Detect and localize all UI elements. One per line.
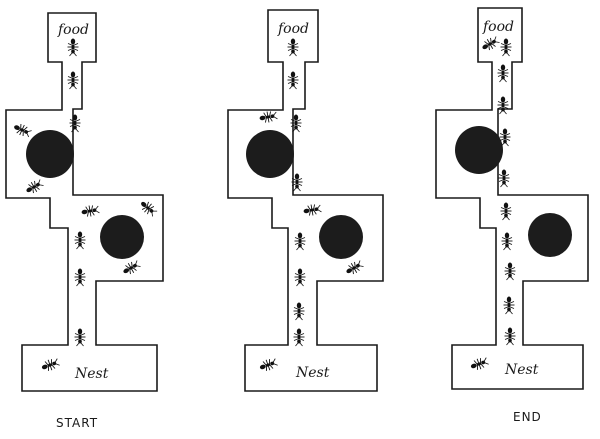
food-label: food xyxy=(57,22,89,38)
ant-icon xyxy=(500,202,512,221)
nest-label: Nest xyxy=(504,362,539,378)
food-label: food xyxy=(277,21,309,37)
ant-icon xyxy=(504,327,516,346)
maze-outline xyxy=(5,12,164,392)
ant-icon xyxy=(67,71,79,90)
ant-icon xyxy=(479,34,501,54)
ant-icon xyxy=(343,258,365,278)
ant-icon xyxy=(39,356,61,374)
ant-group xyxy=(11,38,159,374)
obstacle-rock xyxy=(246,130,294,178)
nest-label: Nest xyxy=(295,365,330,381)
ant-icon xyxy=(498,169,510,188)
obstacle-rock xyxy=(455,126,503,174)
nest-label: Nest xyxy=(74,366,109,382)
ant-icon xyxy=(137,197,159,219)
ant-icon xyxy=(294,232,306,251)
ant-icon xyxy=(11,120,33,140)
ant-icon xyxy=(290,114,302,133)
ant-icon xyxy=(497,96,509,115)
ant-icon xyxy=(503,296,515,315)
ant-icon xyxy=(74,328,86,347)
ant-icon xyxy=(258,109,279,125)
obstacle-rock xyxy=(26,130,74,178)
ant-icon xyxy=(74,231,86,250)
maze-outline xyxy=(435,7,589,390)
ant-icon xyxy=(80,203,101,219)
ant-icon xyxy=(504,262,516,281)
food-label: food xyxy=(482,19,514,35)
ant-icon xyxy=(69,114,81,133)
panel-start: food Nest START xyxy=(5,12,164,430)
caption-start: START xyxy=(56,416,98,430)
panel-end: food Nest END xyxy=(435,7,589,424)
ant-icon xyxy=(120,258,142,278)
ant-group xyxy=(257,38,365,374)
ant-icon xyxy=(468,355,490,373)
obstacle-rock xyxy=(319,215,363,259)
obstacle-rock xyxy=(528,213,572,257)
ant-icon xyxy=(497,64,509,83)
ant-icon xyxy=(67,38,79,57)
ant-icon xyxy=(302,202,323,218)
ant-icon xyxy=(294,268,306,287)
ant-icon xyxy=(293,302,305,321)
caption-end: END xyxy=(513,410,542,424)
ant-icon xyxy=(501,232,513,251)
ant-icon xyxy=(500,38,512,57)
ant-icon xyxy=(257,356,279,374)
ant-icon xyxy=(293,328,305,347)
obstacle-rock xyxy=(100,215,144,259)
ant-icon xyxy=(74,268,86,287)
panel-middle: food Nest xyxy=(227,9,384,392)
ant-icon xyxy=(23,177,45,197)
ant-icon xyxy=(287,71,299,90)
ant-icon xyxy=(287,38,299,57)
maze-outline xyxy=(227,9,384,392)
